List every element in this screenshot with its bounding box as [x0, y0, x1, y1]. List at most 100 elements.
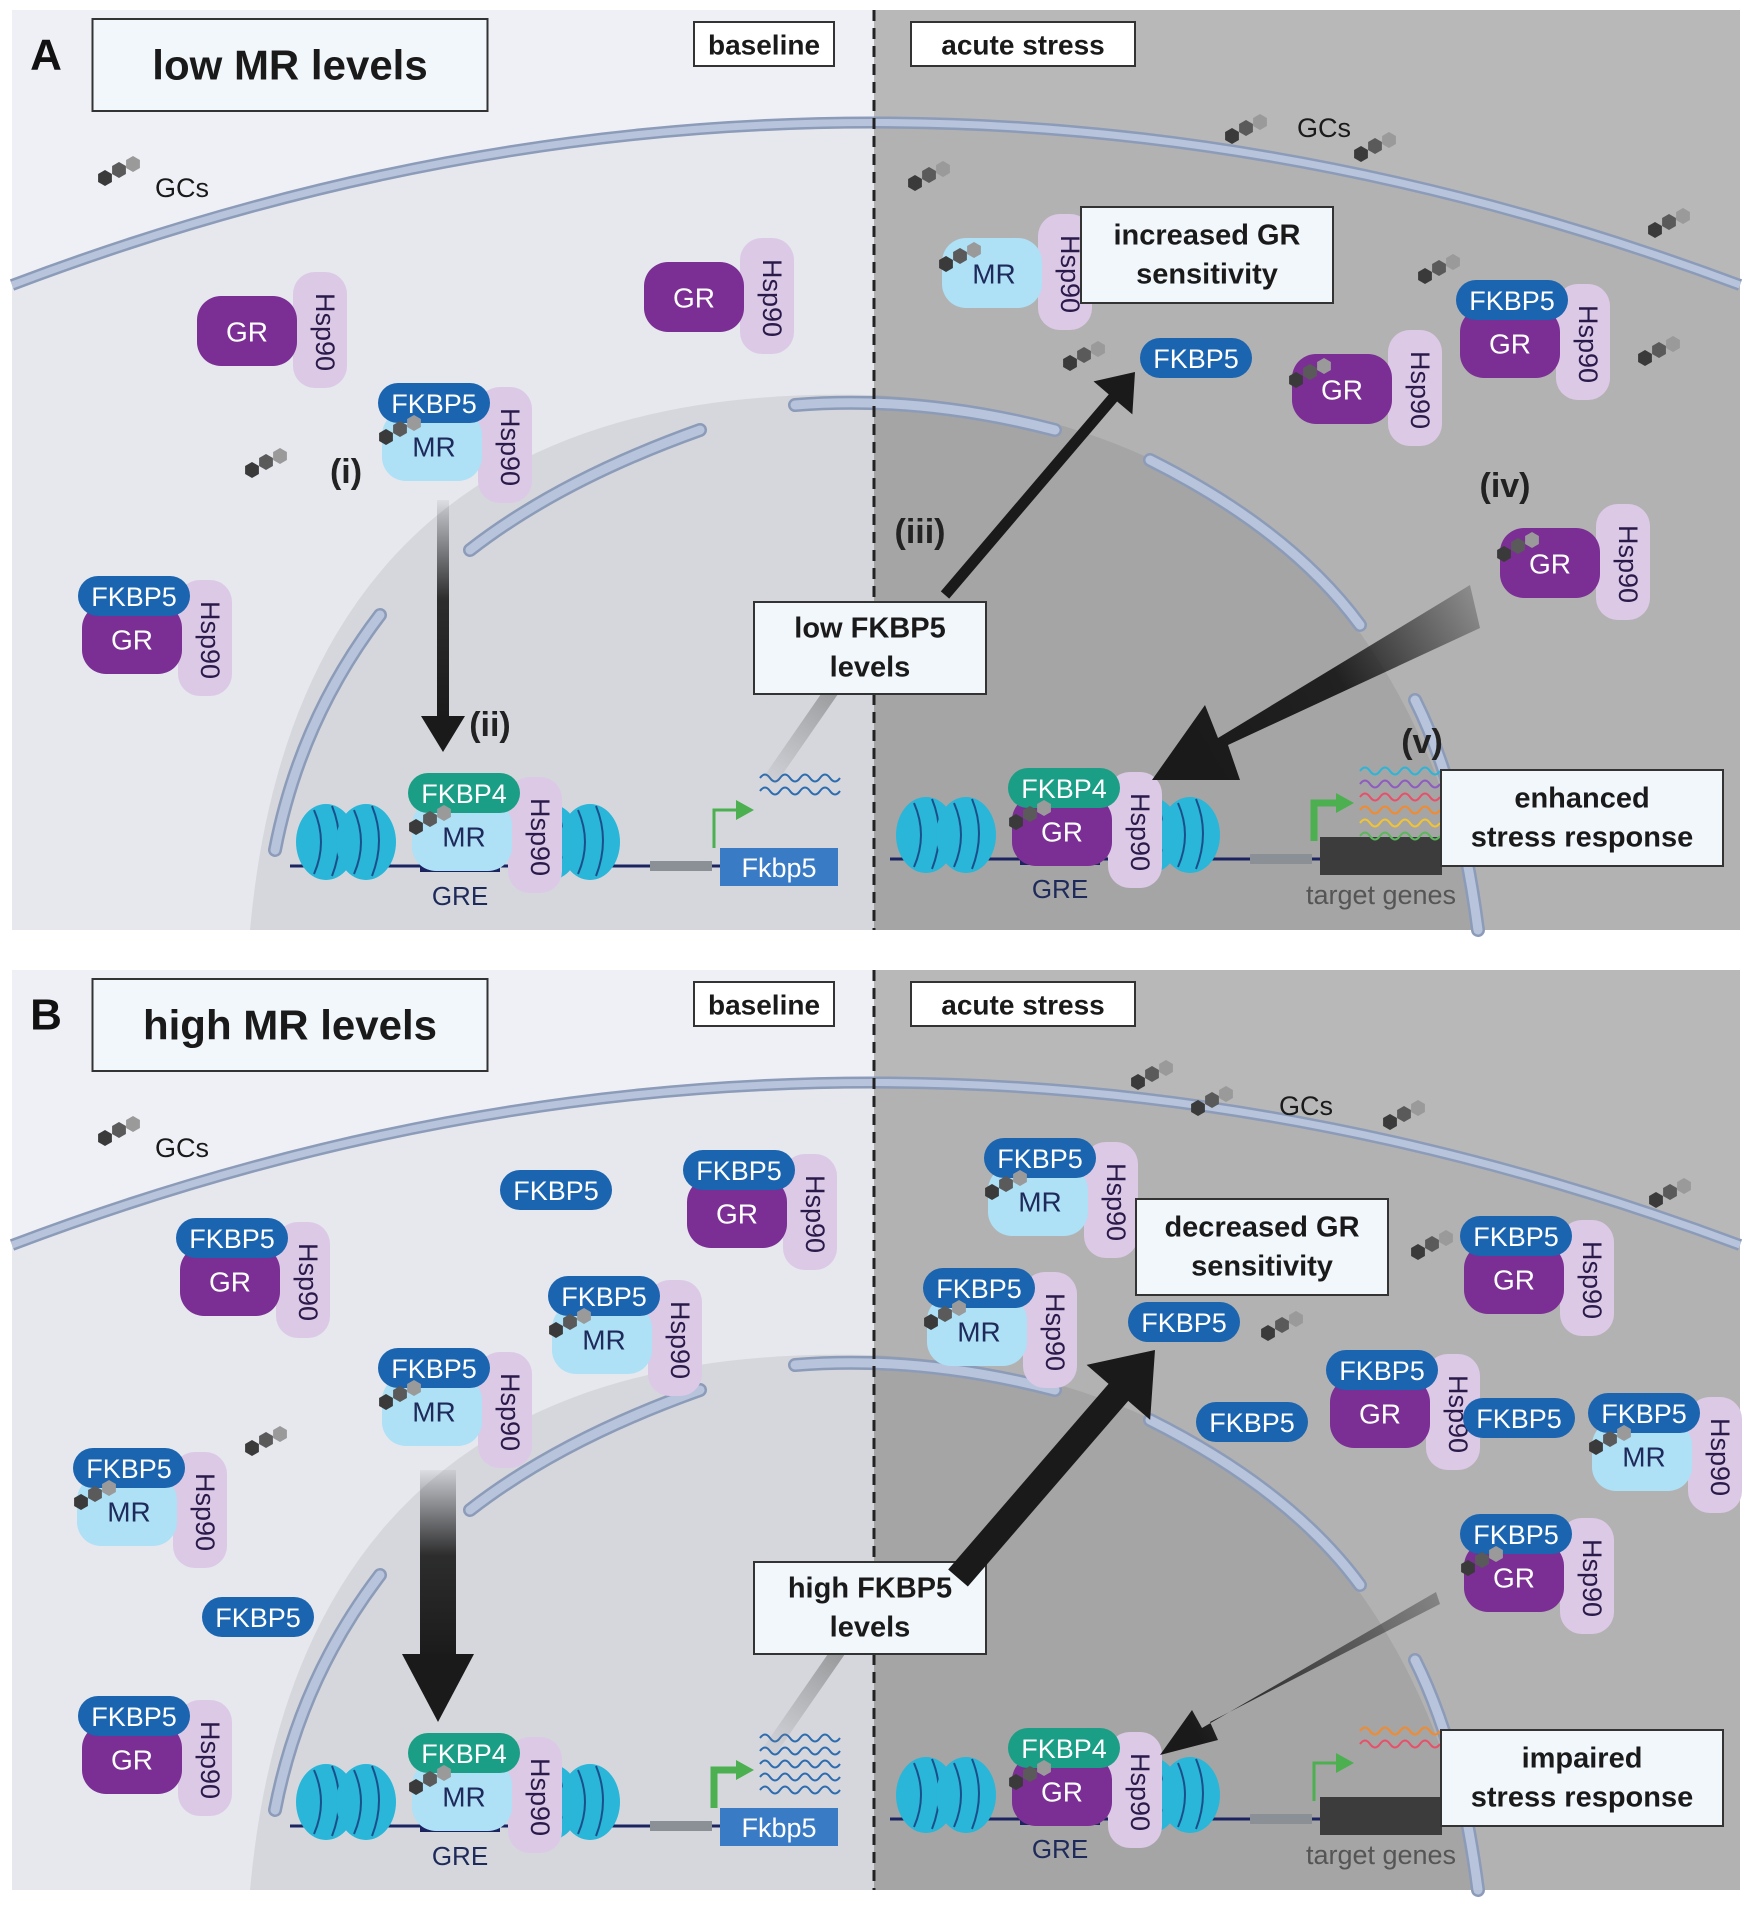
nucleosome-wrap [953, 802, 962, 868]
nucleosome-wrap [353, 809, 362, 875]
nucleosome-wrap [1177, 1762, 1186, 1828]
mr-label: MR [582, 1325, 626, 1356]
glucocorticoid-icon [549, 1308, 591, 1338]
fkbp5-protein: FKBP5 [548, 1276, 660, 1316]
nucleosome-wrap [971, 1758, 980, 1830]
promoter-arrowhead [1336, 793, 1354, 813]
hsp90-label: Hsp90 [757, 259, 787, 337]
panel-title-line: low MR levels [152, 42, 427, 89]
nuclear-envelope [790, 1358, 1060, 1395]
gc-ring [1289, 1311, 1303, 1327]
fkbp5-levels-callout-line: low FKBP5 [794, 612, 945, 644]
hsp90-chaperone [1560, 1518, 1614, 1634]
gr-receptor [687, 1178, 787, 1248]
hsp90-label: Hsp90 [1577, 1241, 1607, 1319]
hsp90-chaperone [1023, 1272, 1077, 1388]
baseline-tag: baseline [693, 21, 835, 67]
gc-ring [74, 1494, 88, 1510]
gc-ring [1475, 1552, 1489, 1568]
fkbp5-label: FKBP5 [513, 1176, 599, 1206]
gc-ring [88, 1486, 102, 1502]
gr-sensitivity-callout-line: decreased GR [1164, 1211, 1359, 1243]
gc-ring [1225, 128, 1239, 144]
gr-receptor [1464, 1244, 1564, 1314]
gc-ring [1219, 1086, 1233, 1102]
gc-ring [1617, 1425, 1631, 1441]
mr-label: MR [1622, 1442, 1666, 1473]
gr-receptor [1500, 528, 1600, 598]
gc-ring [98, 170, 112, 186]
gc-ring [1666, 336, 1680, 352]
fkbp5-protein: FKBP5 [1140, 338, 1252, 378]
fkbp5-shape [176, 1218, 288, 1258]
fkbp5-shape [1460, 1514, 1572, 1554]
fkbp5-protein: FKBP5 [378, 383, 490, 423]
gc-ring [1354, 146, 1368, 162]
gr-sensitivity-callout-line: increased GR [1114, 219, 1301, 251]
baseline-tag-frame [693, 981, 835, 1027]
gr-sensitivity-callout-line: sensitivity [1191, 1251, 1333, 1283]
glucocorticoid-icon [98, 1116, 140, 1146]
gc-ring [407, 1380, 421, 1396]
fkbp5-shape [73, 1448, 185, 1488]
mr-label: MR [957, 1317, 1001, 1348]
gc-ring [1009, 1774, 1023, 1790]
gc-ring [1131, 1074, 1145, 1090]
gc-ring [939, 256, 953, 272]
mr-receptor [77, 1476, 177, 1546]
gc-ring [1663, 1184, 1677, 1200]
fkbp5-shape [984, 1138, 1096, 1178]
hsp90-label: Hsp90 [310, 293, 340, 371]
gr-label: GR [111, 625, 153, 656]
fkbp5-label: FKBP5 [1209, 1408, 1295, 1438]
gc-ring [1497, 546, 1511, 562]
gc-ring [1063, 355, 1077, 371]
stress-response-callout-line: stress response [1471, 1782, 1693, 1814]
gc-ring [273, 1426, 287, 1442]
fkbp4-protein: FKBP4 [1008, 1728, 1120, 1768]
nuclear-envelope [270, 1570, 385, 1815]
stress-response-callout-frame [1440, 1729, 1724, 1827]
hsp90-chaperone [173, 1452, 227, 1568]
nucleosome-wrap [953, 1762, 962, 1828]
step-ii: (ii) [469, 706, 511, 744]
fkbp5-gene-label: Fkbp5 [741, 1813, 816, 1843]
mr-receptor [942, 238, 1042, 308]
hsp90-label: Hsp90 [1405, 351, 1435, 429]
fkbp4-label: FKBP4 [421, 1739, 507, 1769]
gr-receptor [180, 1246, 280, 1316]
hsp90-label: Hsp90 [1125, 1753, 1155, 1831]
gc-ring [102, 1480, 116, 1496]
fkbp5-label: FKBP5 [561, 1282, 647, 1312]
gr-label: GR [226, 317, 268, 348]
mrna-wave [759, 1746, 841, 1756]
gc-ring [1303, 364, 1317, 380]
nucleosome [936, 797, 996, 873]
hsp90-chaperone [178, 580, 232, 696]
fkbp5-shape [378, 383, 490, 423]
hsp90-label: Hsp90 [665, 1301, 695, 1379]
hsp90-label: Hsp90 [1613, 525, 1643, 603]
mrna-wave [759, 1785, 841, 1795]
nucleosome-wrap [353, 1769, 362, 1835]
glucocorticoid-icon [74, 1480, 116, 1510]
fkbp4-protein: FKBP4 [408, 1733, 520, 1773]
gre-label: GRE [1032, 1834, 1088, 1864]
gc-ring [1511, 538, 1525, 554]
fkbp5-shape [78, 576, 190, 616]
gr-label: GR [673, 283, 715, 314]
stress-tag-frame [910, 21, 1136, 67]
glucocorticoid-icon [1261, 1311, 1303, 1341]
hsp90-chaperone [1556, 284, 1610, 400]
fkbp5-protein: FKBP5 [1196, 1402, 1308, 1442]
fkbp4-shape [1008, 1728, 1120, 1768]
mr-receptor [927, 1296, 1027, 1366]
gc-ring [1397, 1106, 1411, 1122]
gc-ring [1676, 208, 1690, 224]
mrna-wave [1359, 1726, 1441, 1736]
fkbp5-protein: FKBP5 [176, 1218, 288, 1258]
gc-ring [259, 454, 273, 470]
